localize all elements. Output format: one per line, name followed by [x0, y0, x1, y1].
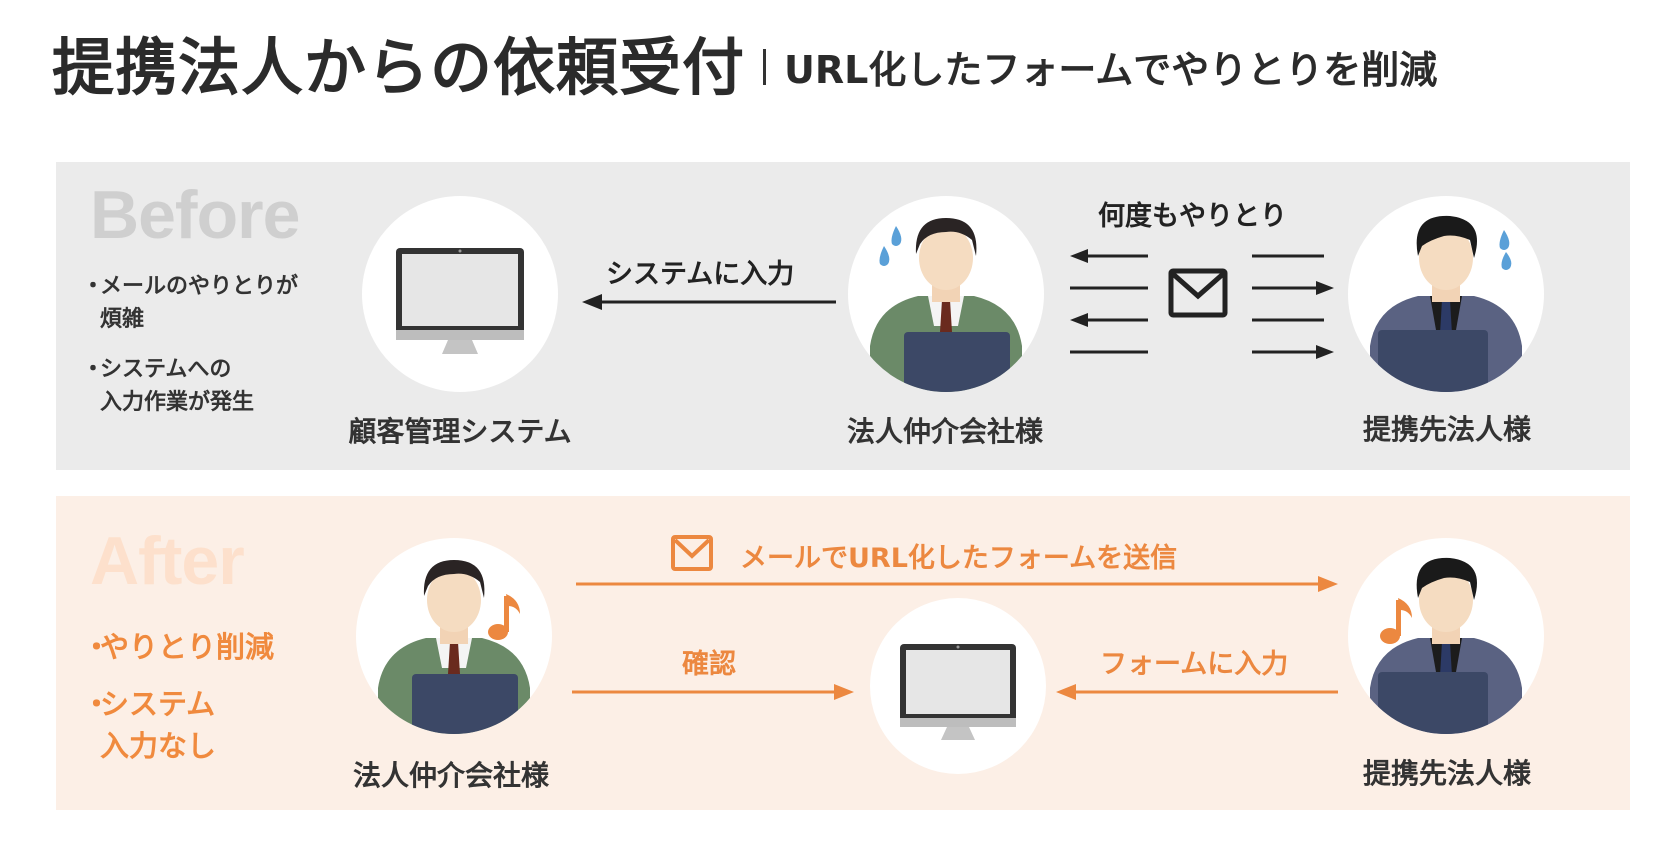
after-bullet-1-line-1: やりとり削減 — [100, 630, 275, 664]
after-send-arrow — [576, 576, 1338, 592]
page-subtitle: URL化したフォームでやりとりを削減 — [784, 47, 1438, 92]
before-partner-caption: 提携先法人様 — [1362, 413, 1531, 446]
after-bullet-2-line-2: 入力なし — [100, 729, 217, 763]
after-bullet-2-line-1: システム — [100, 687, 216, 721]
before-broker-circle — [848, 196, 1044, 392]
title-divider — [763, 49, 767, 85]
after-broker-circle — [356, 538, 552, 734]
sweat-drop-icon — [879, 226, 902, 266]
mail-icon — [1168, 268, 1228, 318]
monitor-icon — [396, 248, 524, 354]
after-label: After — [90, 523, 245, 599]
after-partner-caption: 提携先法人様 — [1362, 757, 1531, 790]
after-form-input-label: フォームに入力 — [1100, 649, 1289, 680]
before-bullet-2-line-1: システムへの — [100, 357, 232, 382]
before-system-circle — [362, 196, 558, 392]
before-label: Before — [90, 177, 300, 253]
after-confirm-arrow — [572, 684, 854, 700]
after-broker-caption: 法人仲介会社様 — [352, 759, 549, 792]
before-system-caption: 顧客管理システム — [348, 415, 572, 448]
after-system-circle — [870, 598, 1046, 774]
before-bullet-2-line-2: 入力作業が発生 — [100, 390, 255, 415]
after-send-label: メールでURL化したフォームを送信 — [740, 543, 1178, 574]
before-bullet-1: ・メールのやりとりが 煩雑 — [82, 274, 299, 332]
before-broker-caption: 法人仲介会社様 — [846, 415, 1043, 448]
after-bullet-2: ・システム 入力なし — [82, 687, 217, 763]
after-confirm-label: 確認 — [682, 649, 736, 680]
before-input-label: システムに入力 — [606, 259, 795, 290]
person-icon — [1370, 557, 1522, 734]
exchange-arrows — [1070, 249, 1334, 359]
before-bullet-1-line-2: 煩雑 — [100, 307, 145, 332]
before-partner-circle — [1348, 196, 1544, 392]
music-note-icon — [1380, 598, 1412, 644]
person-icon — [870, 218, 1022, 392]
person-icon — [1370, 215, 1522, 392]
person-icon — [378, 560, 530, 734]
after-bullet-1: ・やりとり削減 — [82, 630, 275, 664]
page-header: 提携法人からの依頼受付 URL化したフォームでやりとりを削減 — [52, 22, 1438, 104]
sweat-drop-icon — [1499, 230, 1512, 270]
after-form-input-arrow — [1056, 684, 1338, 700]
before-input-arrow — [582, 294, 836, 310]
before-exchange-label: 何度もやりとり — [1098, 201, 1287, 232]
page-title: 提携法人からの依頼受付 — [52, 31, 746, 104]
music-note-icon — [488, 594, 520, 640]
monitor-icon — [900, 644, 1016, 740]
before-bullet-2: ・システムへの 入力作業が発生 — [82, 357, 255, 415]
mail-icon — [671, 535, 713, 571]
before-bullet-1-line-1: メールのやりとりが — [100, 274, 299, 299]
